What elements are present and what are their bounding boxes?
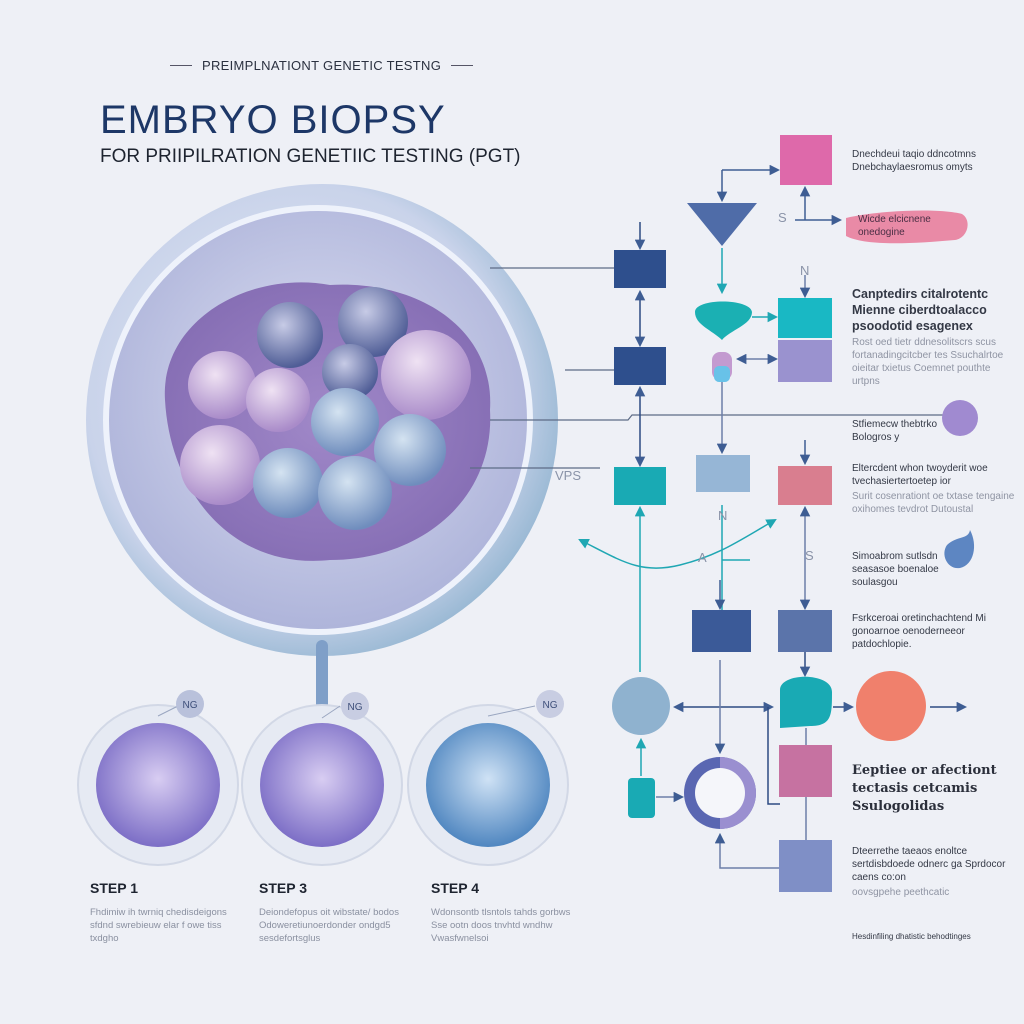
kicker-rule bbox=[170, 65, 192, 66]
step-illustrations bbox=[77, 690, 569, 866]
note-5-sub: Surit cosenrationt oe txtase tengaine ox… bbox=[852, 491, 1015, 515]
note-pill: Wicde elcicnene onedogine bbox=[858, 214, 931, 238]
flow-letters: S N N A S bbox=[698, 210, 814, 565]
note-9: Dteerrethe taeaos enoltce sertdisbdoede … bbox=[852, 846, 1006, 883]
note-9-block: Dteerrethe taeaos enoltce sertdisbdoede … bbox=[852, 845, 1018, 899]
note-6: Simoabrom sutlsdn seasasoe boenaloe soul… bbox=[852, 551, 939, 588]
note-4: Stfiemecw thebtrko Bologros y bbox=[852, 419, 938, 443]
note-9-sub: oovsgpehe peethcatic bbox=[852, 887, 950, 898]
embryo-side-label: VPS bbox=[555, 468, 581, 483]
note-5: Eltercdent whon twoyderit woe tvechasier… bbox=[852, 463, 988, 487]
connector-lines bbox=[470, 267, 965, 469]
note-3-sub: Rost oed tietr ddnesolitscrs scus fortan… bbox=[852, 337, 1004, 387]
step-1-desc: Fhdimiw ih twrniq chedisdeigons sfdnd sw… bbox=[90, 907, 227, 944]
note-3-heading: Canptedirs citalrotentc Mienne ciberdtoa… bbox=[852, 287, 989, 333]
step-1-label: STEP 1 bbox=[90, 880, 138, 896]
note-3-block: Canptedirs citalrotentc Mienne ciberdtoa… bbox=[852, 286, 1018, 388]
note-1-block: Dnechdeui taqio ddncotmns Dnebchaylaesro… bbox=[852, 148, 1018, 174]
step-4-label: STEP 4 bbox=[431, 880, 479, 896]
flowchart-nodes bbox=[612, 135, 978, 892]
embryo-illustration bbox=[86, 184, 558, 718]
step-3-badge: NG bbox=[348, 702, 363, 713]
page-subtitle: FOR PRIIPILRATION GENETIIC TESTING (PGT) bbox=[100, 146, 521, 167]
footer-note: Hesdinfiling dhatistic behodtinges bbox=[852, 932, 971, 941]
kicker: PREIMPLNATIONT GENETIC TESTNG bbox=[170, 58, 474, 73]
step-4-badge: NG bbox=[543, 700, 558, 711]
step-3-label: STEP 3 bbox=[259, 880, 307, 896]
note-8: Eeptiee or afectiont tectasis cetcamis S… bbox=[852, 763, 997, 814]
step-3-desc: Deiondefopus oit wibstate/ bodos Odowere… bbox=[259, 907, 399, 944]
note-7-block: Fsrkceroai oretinchachtend Mi gonoarnoe … bbox=[852, 612, 1018, 651]
kicker-rule bbox=[451, 65, 474, 66]
step-1-badge: NG bbox=[183, 700, 198, 711]
flow-label-s: S bbox=[778, 210, 787, 225]
kicker-text: PREIMPLNATIONT GENETIC TESTNG bbox=[202, 58, 442, 73]
flow-label-n: N bbox=[718, 508, 727, 523]
biopsy-pipette bbox=[316, 640, 328, 718]
note-5-block: Eltercdent whon twoyderit woe tvechasier… bbox=[852, 462, 1018, 516]
step-4-desc: Wdonsontb tlsntols tahds gorbws Sse ootn… bbox=[431, 907, 571, 944]
flow-label-s: S bbox=[805, 548, 814, 563]
note-7: Fsrkceroai oretinchachtend Mi gonoarnoe … bbox=[852, 613, 986, 650]
flow-label-n: N bbox=[800, 263, 809, 278]
flow-label-a: A bbox=[698, 550, 707, 565]
note-1: Dnechdeui taqio ddncotmns Dnebchaylaesro… bbox=[852, 149, 976, 173]
page-title: EMBRYO BIOPSY bbox=[100, 98, 446, 142]
